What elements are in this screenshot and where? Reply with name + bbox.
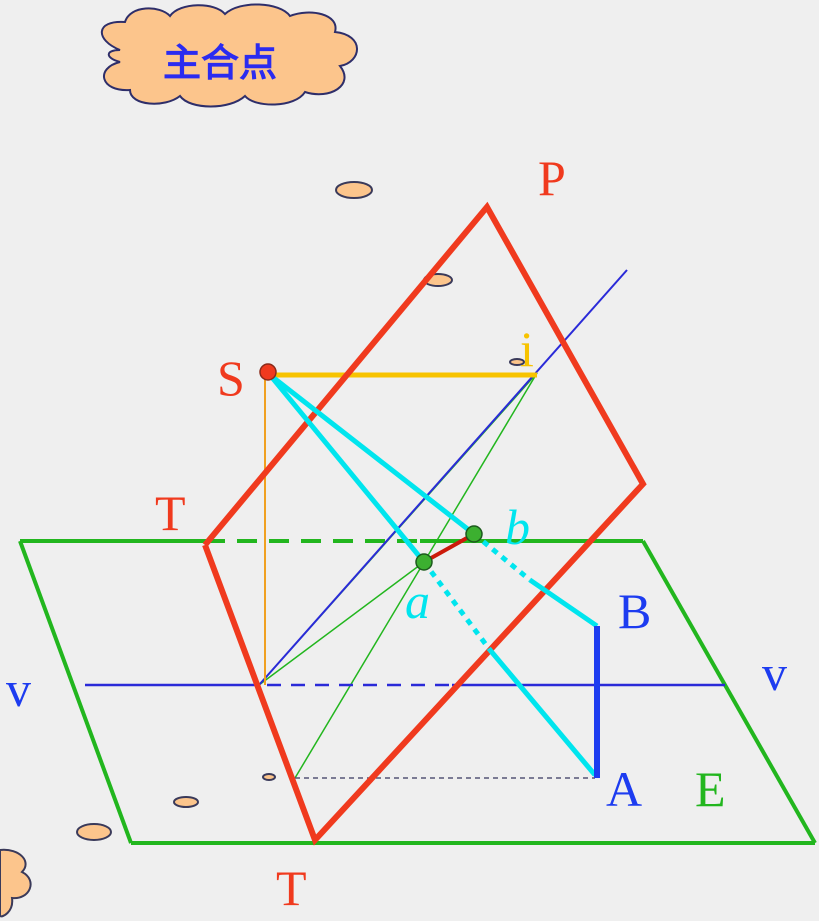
- decorative-bubbles: [0, 181, 525, 918]
- label-v-left: v: [6, 661, 31, 717]
- label-T-top: T: [155, 485, 186, 541]
- ray-b-B: [528, 577, 599, 629]
- picture-plane-outline: [202, 201, 647, 846]
- label-S: S: [217, 350, 245, 406]
- ray-S-b: [268, 373, 476, 536]
- label-i: i: [520, 321, 534, 377]
- label-B: B: [618, 583, 651, 639]
- construction-line: [294, 372, 538, 779]
- partial-cloud: [0, 848, 32, 918]
- bubble: [173, 796, 199, 808]
- title-cloud-badge: 主合点: [100, 3, 358, 108]
- ray-a-A: [488, 648, 597, 777]
- title-text: 主合点: [163, 41, 277, 85]
- visual-rays: [268, 373, 599, 777]
- label-v-right: v: [762, 645, 787, 701]
- construction-line: [258, 561, 425, 686]
- picture-plane-P: [202, 201, 647, 846]
- bubble: [76, 823, 112, 841]
- ray-S-a: [268, 373, 426, 564]
- label-T-bottom: T: [276, 860, 307, 916]
- label-E: E: [695, 761, 726, 817]
- point-a: [415, 553, 433, 571]
- segment-ab: [423, 532, 475, 564]
- bubble: [262, 773, 276, 781]
- cloud-shape: [100, 3, 358, 108]
- label-a: a: [405, 573, 430, 629]
- ground-right-edge: [641, 540, 817, 844]
- ray-b-B-hidden: [472, 532, 532, 582]
- horizon-line: [85, 269, 725, 687]
- label-A: A: [606, 761, 642, 817]
- label-b: b: [505, 499, 530, 555]
- point-b: [465, 525, 483, 543]
- principal-diagonal: [258, 269, 628, 686]
- bubble: [335, 181, 373, 199]
- point-S: [259, 363, 277, 381]
- ground-left-edge: [18, 540, 133, 844]
- bubble: [509, 358, 525, 366]
- label-P: P: [538, 150, 566, 206]
